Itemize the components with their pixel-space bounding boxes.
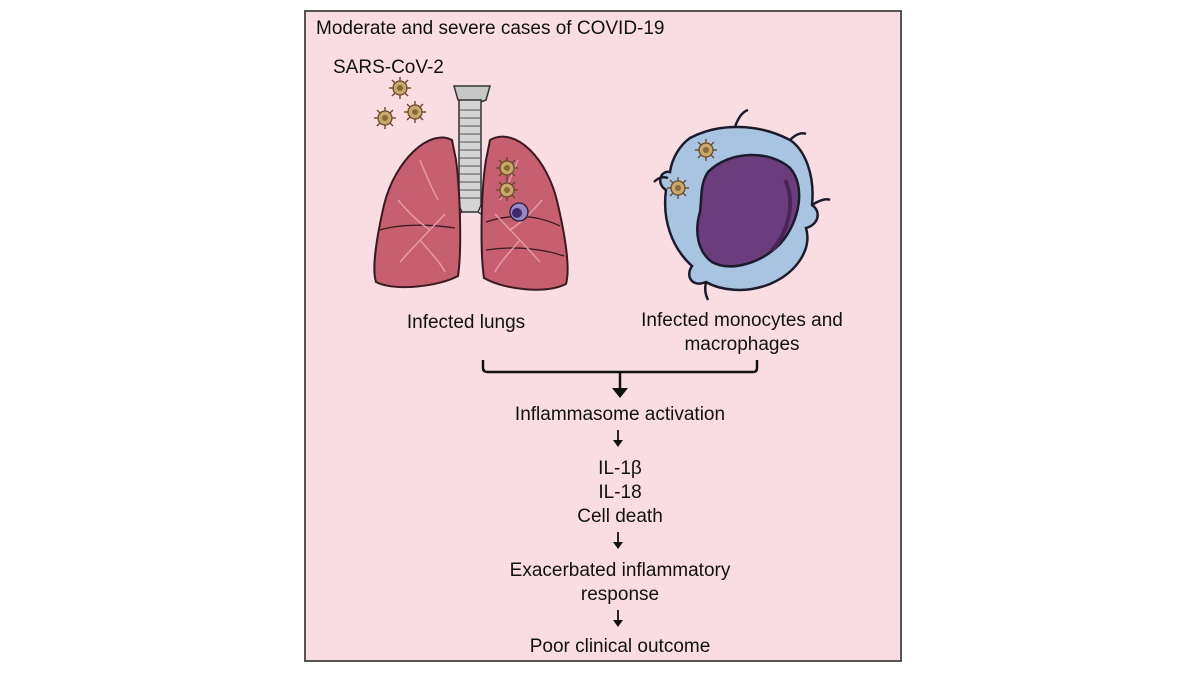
step-exacerbated-inflammatory: Exacerbated inflammatory xyxy=(509,560,731,581)
step-il18: IL-18 xyxy=(598,482,642,503)
step-il1b: IL-1β xyxy=(598,458,642,479)
virus-particle-icon xyxy=(388,76,412,100)
cells-label-line2: macrophages xyxy=(684,334,800,355)
virus-label: SARS-CoV-2 xyxy=(333,57,444,78)
merge-bracket xyxy=(481,360,759,390)
lungs-icon xyxy=(373,85,569,291)
virus-in-lung-icon xyxy=(495,178,519,202)
virus-in-cell-icon xyxy=(666,176,690,200)
virus-in-lung-icon xyxy=(495,156,519,180)
step-poor-clinical-outcome: Poor clinical outcome xyxy=(529,636,711,657)
bracket-arrowhead xyxy=(612,388,628,398)
diagram-title: Moderate and severe cases of COVID-19 xyxy=(316,18,665,39)
diagram-panel: Moderate and severe cases of COVID-19 SA… xyxy=(304,10,902,662)
virus-particle-icon xyxy=(403,100,427,124)
macrophage-icon xyxy=(653,108,831,301)
lungs-label: Infected lungs xyxy=(406,312,526,333)
virus-in-cell-icon xyxy=(694,138,718,162)
step-response: response xyxy=(580,584,660,605)
flow-arrowhead xyxy=(613,620,623,627)
step-cell-death: Cell death xyxy=(577,506,663,527)
flow-arrowhead xyxy=(613,440,623,447)
step-inflammasome-activation: Inflammasome activation xyxy=(514,404,726,425)
flow-arrowhead xyxy=(613,542,623,549)
cells-label-line1: Infected monocytes and xyxy=(641,310,843,331)
virus-particle-icon xyxy=(373,106,397,130)
